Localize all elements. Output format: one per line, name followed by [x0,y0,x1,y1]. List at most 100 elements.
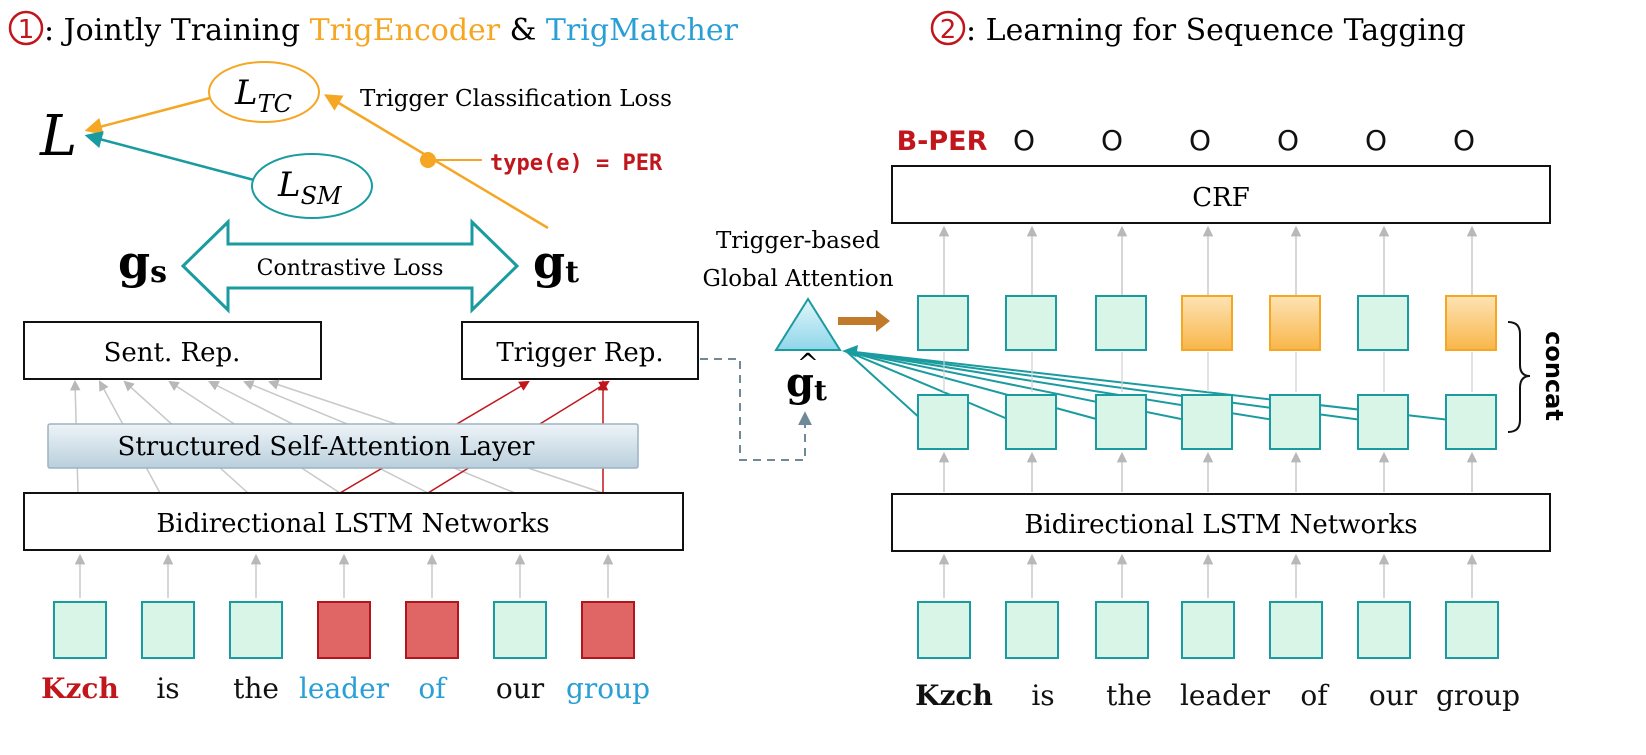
tag-1: O [1013,124,1035,157]
right-word-1: is [1031,679,1054,712]
right-token-box [1005,601,1059,659]
ghat-sub: t [814,374,827,407]
left-word-5: our [496,672,545,705]
ghat-triangle [774,297,842,351]
step-2-number: 2 [940,15,957,45]
sent-rep-label: Sent. Rep. [104,338,241,368]
contrastive-double-arrow [180,218,520,314]
concat-brace [1507,321,1531,433]
attn-line [845,350,923,421]
loss-tc-ellipse [208,61,320,123]
left-token-row: Kzch is the leader of our group [41,553,650,705]
left-word-2: the [233,672,279,705]
upper-token-box [917,295,969,351]
tag-0: B-PER [897,126,988,157]
lower-token-box [1269,394,1321,450]
trig-encoder-label: TrigEncoder [310,13,501,48]
trigger-rep-box [461,321,699,380]
concat-label: concat [1540,331,1568,421]
attn-line [845,350,1451,421]
loss-tc-L: L [234,73,258,113]
arrow-ltc-to-l [84,96,211,135]
upper-token-box [1357,295,1409,351]
tag-3: O [1189,124,1211,157]
self-attention-layer [47,423,639,469]
left-token-box [581,601,635,659]
step-2-circle [930,10,966,46]
svg-text:gs: gs [118,235,167,290]
loss-sm-sub: SM [301,182,343,210]
trigger-classification-loss-label: Trigger Classification Loss [360,86,672,112]
type-per-label: type(e) = PER [490,151,663,176]
left-word-6: group [566,672,650,705]
right-token-box [917,601,971,659]
upper-token-box [1005,295,1057,351]
gt-g: g [533,235,565,289]
svg-text:gt: gt [786,359,827,407]
loss-sm-ellipse [251,153,373,219]
total-loss-L: L [39,104,77,169]
upper-token-box [1095,295,1147,351]
trigger-rep-label: Trigger Rep. [496,338,663,368]
bilstm-left-label: Bidirectional LSTM Networks [156,509,549,539]
trig-matcher-label: TrigMatcher [546,13,739,48]
tag-2: O [1101,124,1123,157]
left-token-box [317,601,371,659]
brown-arrow [838,310,890,332]
right-word-0: Kzch [915,679,993,712]
crf-label: CRF [1192,183,1250,213]
right-word-5: our [1369,679,1418,712]
tga-line2: Global Attention [702,266,893,292]
right-word-2: the [1106,679,1152,712]
gs-sub: s [150,255,167,290]
bilstm-left-box [23,492,684,551]
left-token-box [405,601,459,659]
arrow-gt-to-ltc [323,94,549,230]
left-token-box [53,601,107,659]
lower-token-box [1445,394,1497,450]
arrow-lsm-to-l [84,131,255,182]
tga-line1: Trigger-based [716,228,880,254]
left-word-0: Kzch [41,672,119,705]
gs-g: g [118,235,150,289]
tag-6: O [1453,124,1475,157]
right-word-4: of [1300,679,1330,712]
attn-line [845,350,1101,421]
bilstm-right-box [891,493,1551,552]
attn-arrowhead [842,345,858,357]
left-token-box [141,601,195,659]
right-columns [842,225,1499,659]
right-token-box [1181,601,1235,659]
left-token-box [229,601,283,659]
ghat-hat: ^ [797,349,819,379]
sent-rep-box [23,321,322,380]
left-token-box [493,601,547,659]
crf-box [891,165,1551,224]
lower-token-box [1357,394,1409,450]
left-word-4: of [418,672,448,705]
ghat-g: g [786,359,814,406]
lower-token-box [1095,394,1147,450]
svg-text:LSM: LSM [277,165,343,210]
tag-4: O [1277,124,1299,157]
right-token-box [1095,601,1149,659]
left-word-3: leader [299,672,390,705]
gt-sub: t [565,255,579,290]
right-word-3: leader [1180,679,1271,712]
contrastive-loss-label: Contrastive Loss [257,256,444,281]
step-1-number: 1 [18,15,35,45]
part2-title-text: : Learning for Sequence Tagging [966,13,1466,48]
right-token-box [1445,601,1499,659]
loss-tc-sub: TC [258,90,292,118]
part2-title: 2 : Learning for Sequence Tagging [930,10,1466,48]
part1-title: 1 : Jointly Training TrigEncoder & TrigM… [8,10,739,48]
lower-token-box [1005,394,1057,450]
amp-label: & [500,13,546,48]
right-token-box [1357,601,1411,659]
svg-text:LTC: LTC [234,73,292,118]
self-attention-label: Structured Self-Attention Layer [118,432,536,462]
left-word-1: is [156,672,179,705]
svg-text:gt: gt [533,235,579,290]
loss-sm-L: L [277,165,301,205]
